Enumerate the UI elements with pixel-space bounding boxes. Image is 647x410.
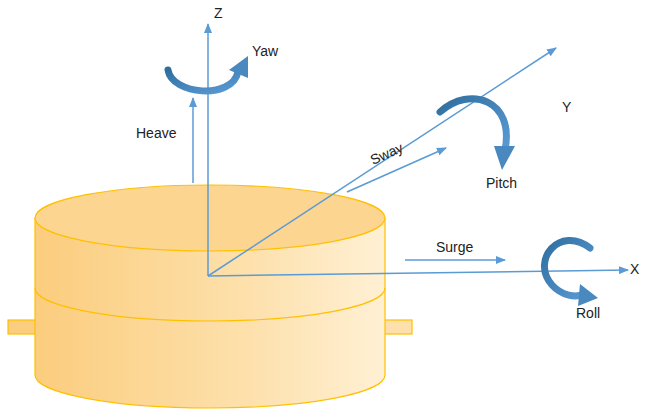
y-axis: [208, 48, 556, 276]
axis-label: X: [630, 262, 639, 276]
x-axis: [208, 270, 628, 276]
rotation-label: Roll: [576, 306, 600, 320]
motion-label: Surge: [436, 240, 473, 254]
seam: [35, 288, 385, 321]
rotation-label: Yaw: [252, 44, 278, 58]
axis-label: Y: [562, 100, 571, 114]
axis-label: Z: [214, 6, 223, 20]
z-axis: [207, 24, 209, 276]
surge-arrow: [405, 259, 505, 261]
motion-label: Sway: [368, 140, 405, 167]
heave-arrow: [192, 98, 194, 183]
rotation-label: Pitch: [486, 176, 517, 190]
pitch-rotation: [440, 99, 515, 170]
motion-label: Heave: [136, 126, 176, 140]
yaw-rotation: [168, 56, 248, 91]
roll-rotation: [544, 241, 598, 306]
